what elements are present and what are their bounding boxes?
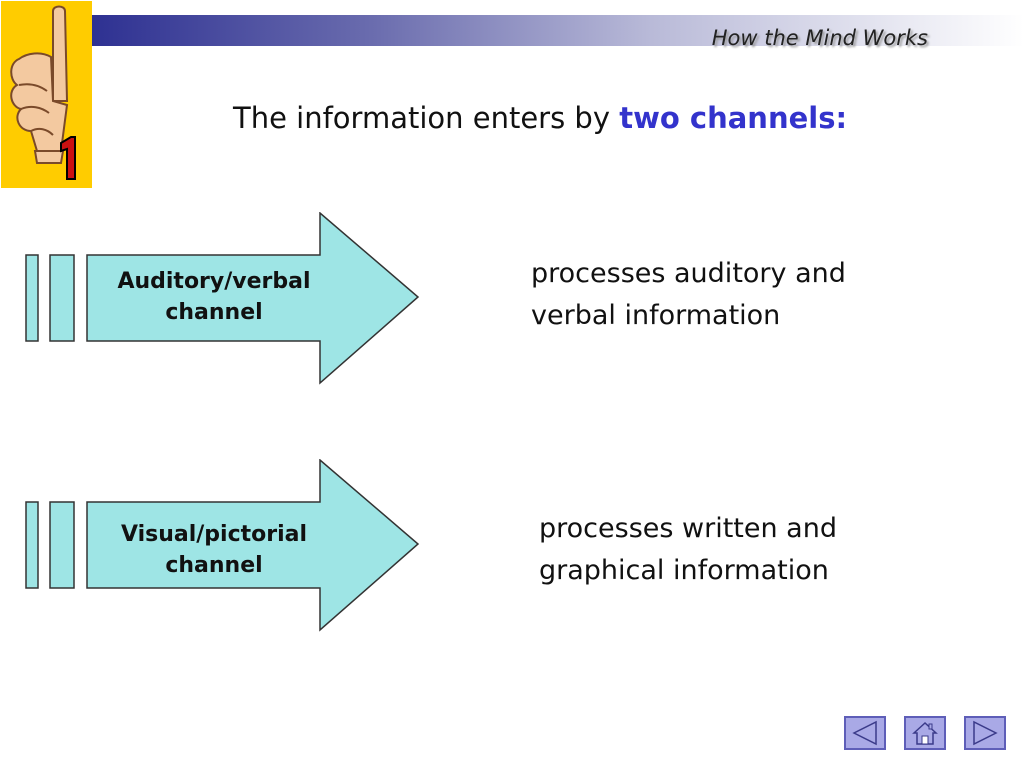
auditory-channel-arrow xyxy=(25,212,420,385)
forward-button[interactable] xyxy=(964,716,1006,750)
logo xyxy=(1,1,92,188)
pointing-finger-one-icon xyxy=(10,5,76,180)
header-title: How the Mind Works xyxy=(711,26,928,50)
page-title: The information enters by two channels: xyxy=(233,101,847,135)
home-icon xyxy=(912,721,938,745)
visual-channel-arrow xyxy=(25,459,420,632)
back-button[interactable] xyxy=(844,716,886,750)
back-arrow-icon xyxy=(852,720,877,746)
visual-channel-description: processes written and graphical informat… xyxy=(539,513,837,586)
auditory-channel-label: Auditory/verbal channel xyxy=(117,269,311,325)
auditory-channel-description: processes auditory and verbal informatio… xyxy=(531,258,846,331)
home-button[interactable] xyxy=(904,716,946,750)
title-highlight: two channels: xyxy=(619,101,848,135)
visual-channel-label: Visual/pictorial channel xyxy=(120,522,308,578)
header-gradient-bar xyxy=(92,15,1024,46)
title-prefix: The information enters by xyxy=(233,101,620,135)
forward-arrow-icon xyxy=(973,720,998,746)
